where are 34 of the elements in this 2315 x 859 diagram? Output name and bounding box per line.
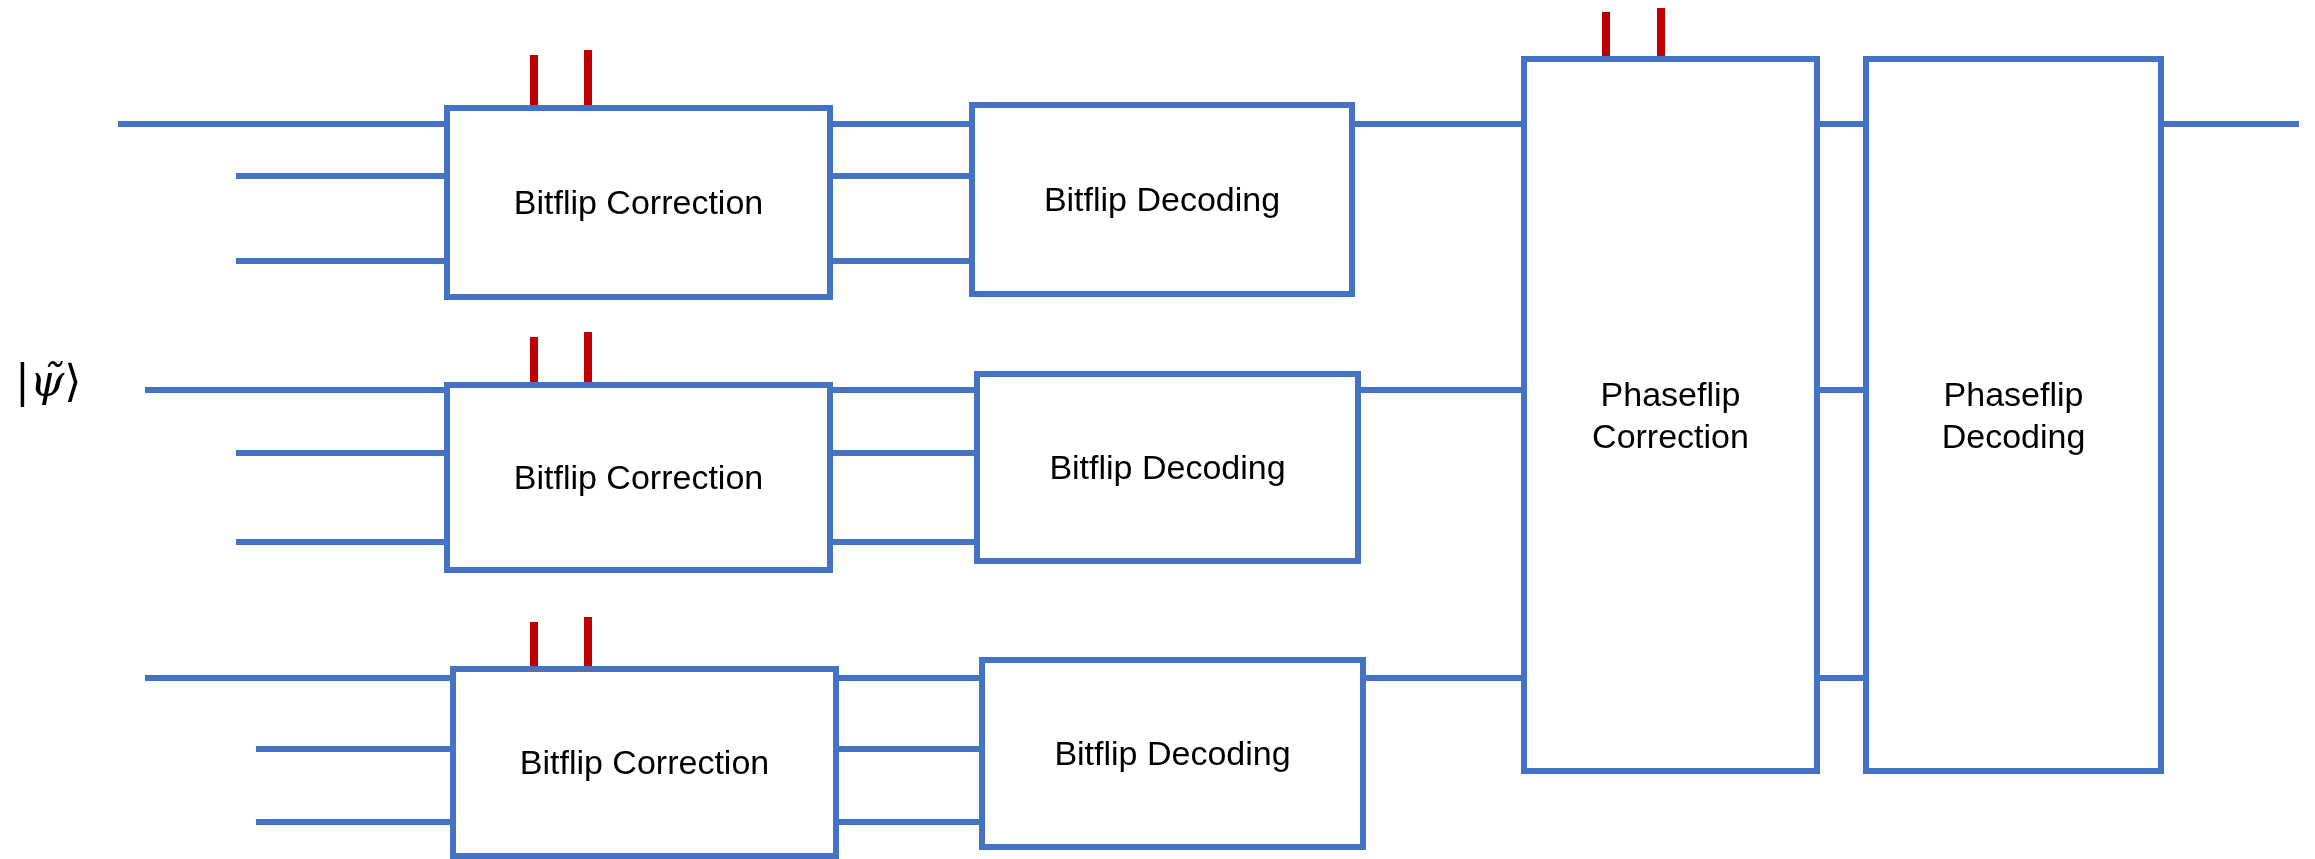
qubit-wire <box>833 258 969 264</box>
qubit-wire <box>839 819 979 825</box>
process-box: Bitflip Correction <box>444 105 833 300</box>
qubit-wire <box>833 450 974 456</box>
process-box: Bitflip Correction <box>450 666 839 859</box>
qubit-wire <box>1820 121 1863 127</box>
qubit-wire <box>236 450 444 456</box>
state-label: |ψ̃⟩ <box>15 355 82 406</box>
qubit-wire <box>833 173 969 179</box>
process-box: Bitflip Decoding <box>974 371 1361 564</box>
qubit-wire <box>839 746 979 752</box>
qubit-wire <box>236 173 444 179</box>
qubit-wire <box>236 539 444 545</box>
process-box: Phaseflip Decoding <box>1863 56 2164 774</box>
qubit-wire <box>1366 675 1521 681</box>
qubit-wire <box>1820 675 1863 681</box>
process-box: Bitflip Correction <box>444 382 833 573</box>
qubit-wire <box>1820 387 1863 393</box>
qubit-wire <box>839 675 979 681</box>
qubit-wire <box>256 746 450 752</box>
process-box: Phaseflip Correction <box>1521 56 1820 774</box>
qubit-wire <box>1361 387 1521 393</box>
qubit-wire <box>118 121 444 127</box>
qubit-wire <box>256 819 450 825</box>
qubit-wire <box>2164 121 2299 127</box>
qubit-wire <box>833 121 969 127</box>
qubit-wire <box>833 387 974 393</box>
qubit-wire <box>145 675 450 681</box>
qubit-wire <box>145 387 444 393</box>
process-box: Bitflip Decoding <box>969 102 1355 297</box>
qubit-wire <box>833 539 974 545</box>
qubit-wire <box>236 258 444 264</box>
process-box: Bitflip Decoding <box>979 657 1366 850</box>
qubit-wire <box>1355 121 1521 127</box>
